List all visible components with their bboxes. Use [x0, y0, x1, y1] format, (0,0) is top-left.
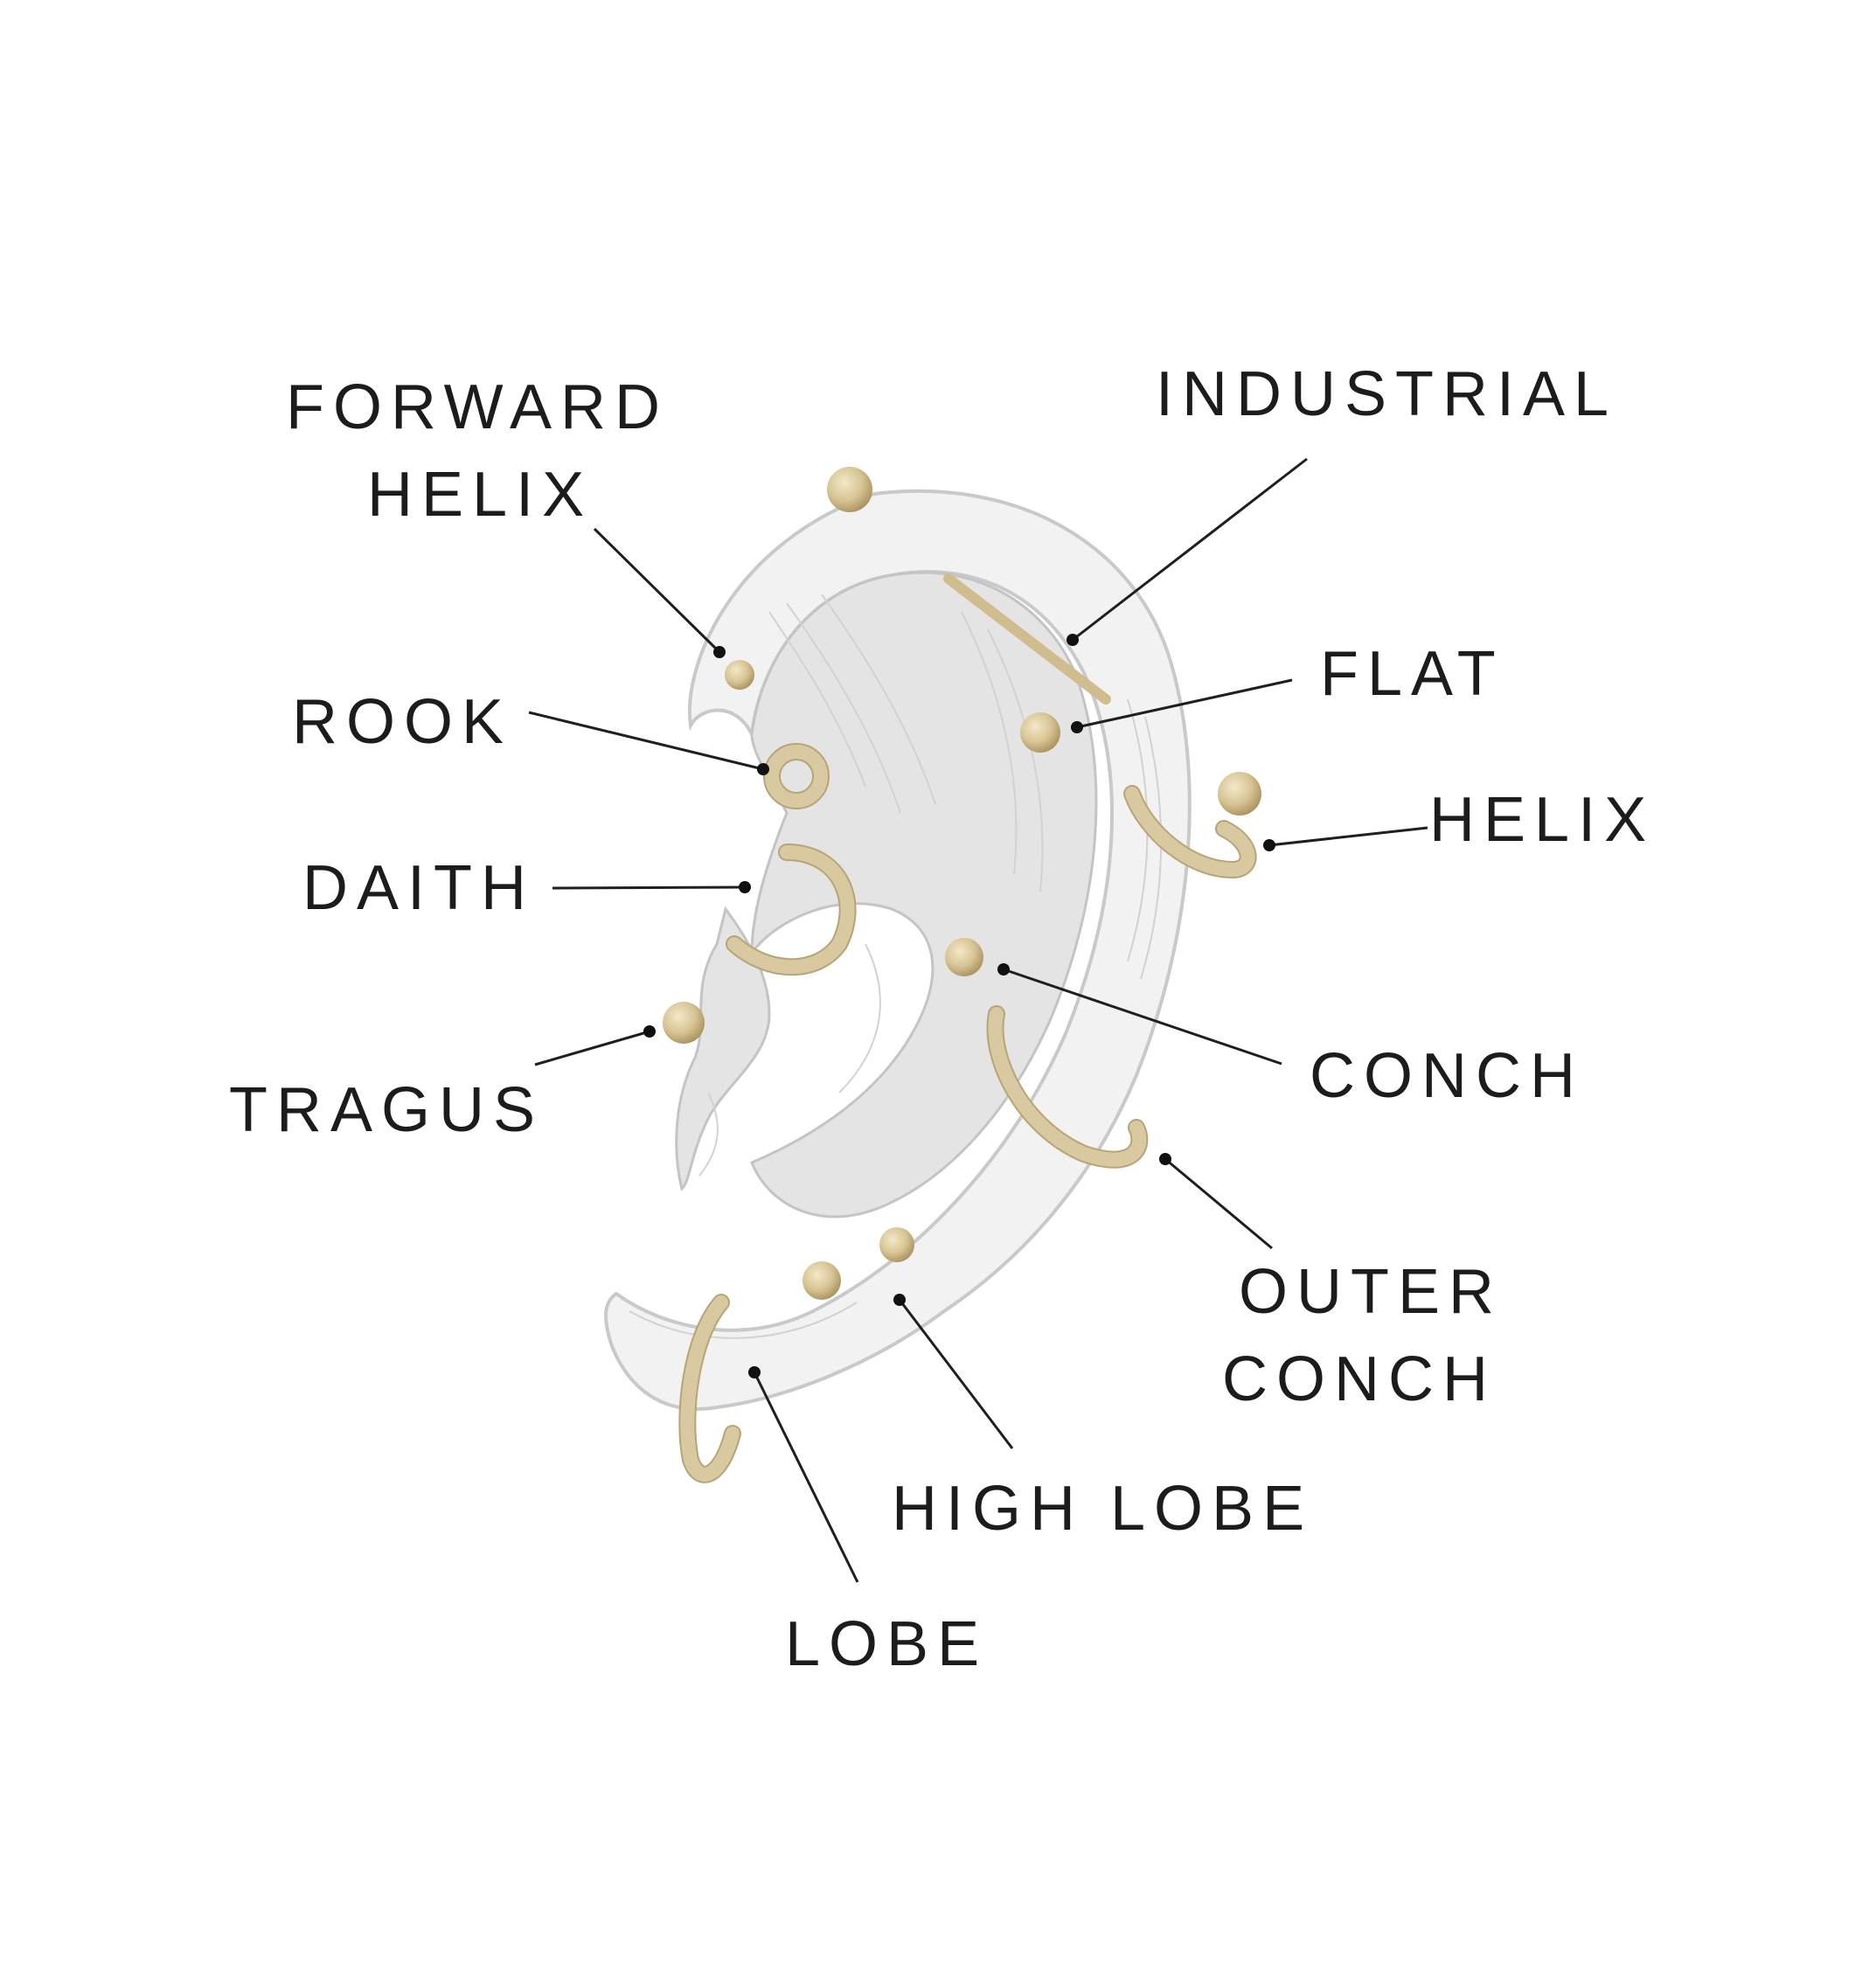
daith-dot: [739, 881, 751, 893]
label-conch: CONCH: [1310, 1041, 1584, 1111]
outer-conch-leader: [1164, 1157, 1273, 1250]
rook-dot: [757, 763, 769, 775]
forward-helix-leader: [593, 527, 721, 654]
label-outer-conch-line1: OUTER: [1239, 1257, 1503, 1327]
rook-leader: [528, 711, 764, 771]
jewelry: [663, 467, 1261, 1483]
helix-ring: [1125, 787, 1255, 878]
industrial-dot: [1067, 634, 1079, 646]
labels: FORWARD HELIX INDUSTRIAL ROOK FLAT HELIX…: [229, 359, 1655, 1679]
conch-stud: [945, 938, 983, 976]
daith-ring: [727, 845, 855, 975]
tragus-dot: [643, 1025, 656, 1038]
ear-illustration: [604, 489, 1192, 1411]
tragus-stud: [663, 1002, 705, 1044]
label-helix: HELIX: [1429, 785, 1655, 855]
forward-helix-top-stud: [827, 467, 872, 512]
lobe-hoop: [680, 1295, 740, 1482]
label-rook: ROOK: [292, 687, 512, 757]
outer-conch-dot: [1159, 1153, 1171, 1165]
forward-helix-stud: [725, 660, 754, 690]
helix-leader: [1268, 826, 1428, 847]
label-high-lobe: HIGH LOBE: [892, 1474, 1313, 1544]
lobe-leader: [753, 1371, 859, 1583]
high-lobe-leader: [898, 1299, 1014, 1449]
high-lobe-stud-left: [803, 1261, 841, 1300]
helix-dot: [1263, 839, 1275, 851]
high-lobe-stud-right: [879, 1227, 914, 1262]
industrial-leader: [1072, 457, 1308, 642]
conch-leader: [1003, 968, 1282, 1066]
label-industrial: INDUSTRIAL: [1156, 359, 1617, 429]
helix-stud: [1218, 772, 1261, 816]
label-lobe: LOBE: [785, 1609, 988, 1679]
industrial-bar: [943, 573, 1111, 705]
rook-ring: [765, 745, 828, 808]
flat-stud: [1020, 712, 1060, 753]
flat-leader: [1076, 678, 1293, 729]
label-daith: DAITH: [302, 853, 535, 923]
high-lobe-dot: [893, 1294, 906, 1306]
label-flat: FLAT: [1320, 639, 1504, 709]
tragus-leader: [534, 1030, 650, 1066]
leader-lines: [528, 457, 1428, 1583]
label-outer-conch-line2: CONCH: [1222, 1344, 1497, 1414]
conch-dot: [997, 963, 1010, 976]
label-tragus: TRAGUS: [229, 1075, 544, 1145]
daith-leader: [552, 885, 746, 890]
lobe-dot: [748, 1366, 761, 1378]
flat-dot: [1071, 721, 1083, 733]
label-forward-helix-line2: HELIX: [367, 460, 593, 530]
label-forward-helix-line1: FORWARD: [286, 372, 669, 442]
forward-helix-dot: [713, 646, 726, 658]
outer-conch-ring: [988, 1007, 1147, 1167]
